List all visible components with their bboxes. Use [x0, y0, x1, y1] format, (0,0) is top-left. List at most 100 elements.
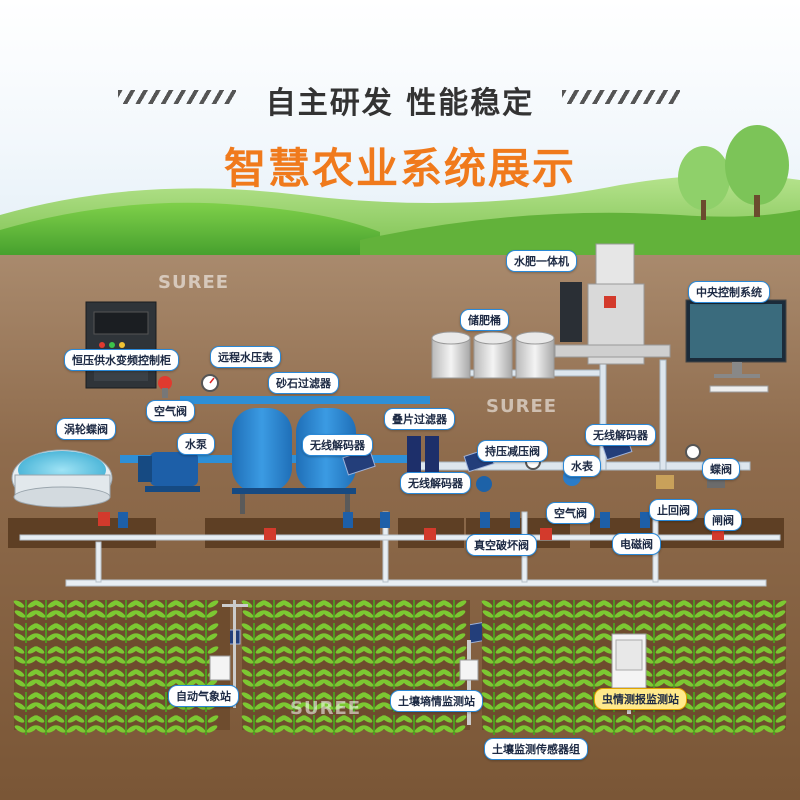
label-central-control: 中央控制系统	[688, 281, 770, 303]
crop-leaf	[614, 610, 626, 618]
crop-leaf	[401, 646, 413, 654]
crop-leaf	[701, 715, 713, 723]
crop-leaf	[146, 656, 158, 664]
crop-leaf	[106, 702, 118, 710]
crop-leaf	[114, 725, 126, 733]
crop-leaf	[53, 692, 65, 700]
crop-leaf	[74, 702, 86, 710]
crop-leaf	[166, 725, 178, 733]
crop-leaf	[654, 610, 666, 618]
crop-leaf	[674, 633, 686, 641]
crop-leaf	[254, 656, 266, 664]
crop-leaf	[421, 669, 433, 677]
crop-leaf	[434, 656, 446, 664]
crop-leaf	[322, 610, 334, 618]
crop-leaf	[46, 702, 58, 710]
crop-leaf	[362, 679, 374, 687]
crop-leaf	[481, 600, 493, 608]
crop-leaf	[502, 633, 514, 641]
crop-leaf	[74, 633, 86, 641]
crop-leaf	[734, 610, 746, 618]
crop-leaf	[694, 679, 706, 687]
crop-leaf	[94, 656, 106, 664]
crop-leaf	[302, 656, 314, 664]
crop-leaf	[362, 725, 374, 733]
crop-leaf	[314, 633, 326, 641]
crop-leaf	[394, 610, 406, 618]
crop-leaf	[501, 715, 513, 723]
crop-leaf	[581, 669, 593, 677]
crop-leaf	[74, 725, 86, 733]
crop-leaf	[394, 725, 406, 733]
crop-leaf	[701, 600, 713, 608]
crop-leaf	[94, 725, 106, 733]
crop-leaf	[562, 656, 574, 664]
crop-leaf	[254, 679, 266, 687]
crop-leaf	[574, 679, 586, 687]
crop-leaf	[381, 715, 393, 723]
crop-leaf	[114, 679, 126, 687]
crop-leaf	[541, 715, 553, 723]
crop-leaf	[434, 633, 446, 641]
crop-leaf	[26, 610, 38, 618]
crop-leaf	[126, 679, 138, 687]
crop-leaf	[502, 656, 514, 664]
crop-leaf	[762, 725, 774, 733]
crop-leaf	[501, 600, 513, 608]
crop-leaf	[714, 633, 726, 641]
crop-leaf	[554, 610, 566, 618]
crop-leaf	[681, 646, 693, 654]
crop-leaf	[381, 600, 393, 608]
crop-leaf	[661, 715, 673, 723]
crop-leaf	[241, 669, 253, 677]
crop-leaf	[334, 679, 346, 687]
crop-leaf	[722, 610, 734, 618]
crop-leaf	[134, 679, 146, 687]
crop-leaf	[502, 702, 514, 710]
crop-leaf	[742, 702, 754, 710]
crop-leaf	[166, 610, 178, 618]
crop-leaf	[301, 669, 313, 677]
crop-leaf	[762, 633, 774, 641]
crop-leaf	[421, 600, 433, 608]
label-turbine-butterfly-valve: 涡轮蝶阀	[56, 418, 116, 440]
crop-leaf	[382, 725, 394, 733]
crop-leaf	[421, 623, 433, 631]
crop-leaf	[13, 669, 25, 677]
crop-leaf	[442, 633, 454, 641]
crop-leaf	[621, 715, 633, 723]
crop-leaf	[282, 725, 294, 733]
crop-leaf	[721, 692, 733, 700]
crop-leaf	[662, 610, 674, 618]
crop-leaf	[281, 715, 293, 723]
crop-leaf	[434, 725, 446, 733]
crop-leaf	[146, 725, 158, 733]
crop-leaf	[662, 725, 674, 733]
fertigation-machine	[554, 243, 671, 365]
crop-leaf	[722, 633, 734, 641]
crop-leaf	[314, 656, 326, 664]
crop-leaf	[775, 715, 787, 723]
crop-leaf	[594, 679, 606, 687]
crop-leaf	[414, 610, 426, 618]
crop-leaf	[106, 679, 118, 687]
crop-leaf	[662, 633, 674, 641]
crop-leaf	[754, 656, 766, 664]
crop-leaf	[54, 725, 66, 733]
crop-leaf	[542, 679, 554, 687]
crop-leaf	[354, 633, 366, 641]
crop-leaf	[133, 600, 145, 608]
crop-leaf	[501, 669, 513, 677]
crop-leaf	[207, 715, 219, 723]
trench-valves	[98, 512, 724, 540]
crop-leaf	[641, 715, 653, 723]
crop-leaf	[94, 610, 106, 618]
crop-leaf	[422, 656, 434, 664]
crop-leaf	[582, 656, 594, 664]
crop-leaf	[242, 725, 254, 733]
crop-leaf	[302, 702, 314, 710]
label-soil-moisture-station: 土壤墒情监测站	[390, 690, 483, 712]
crop-leaf	[262, 633, 274, 641]
crop-leaf	[634, 610, 646, 618]
